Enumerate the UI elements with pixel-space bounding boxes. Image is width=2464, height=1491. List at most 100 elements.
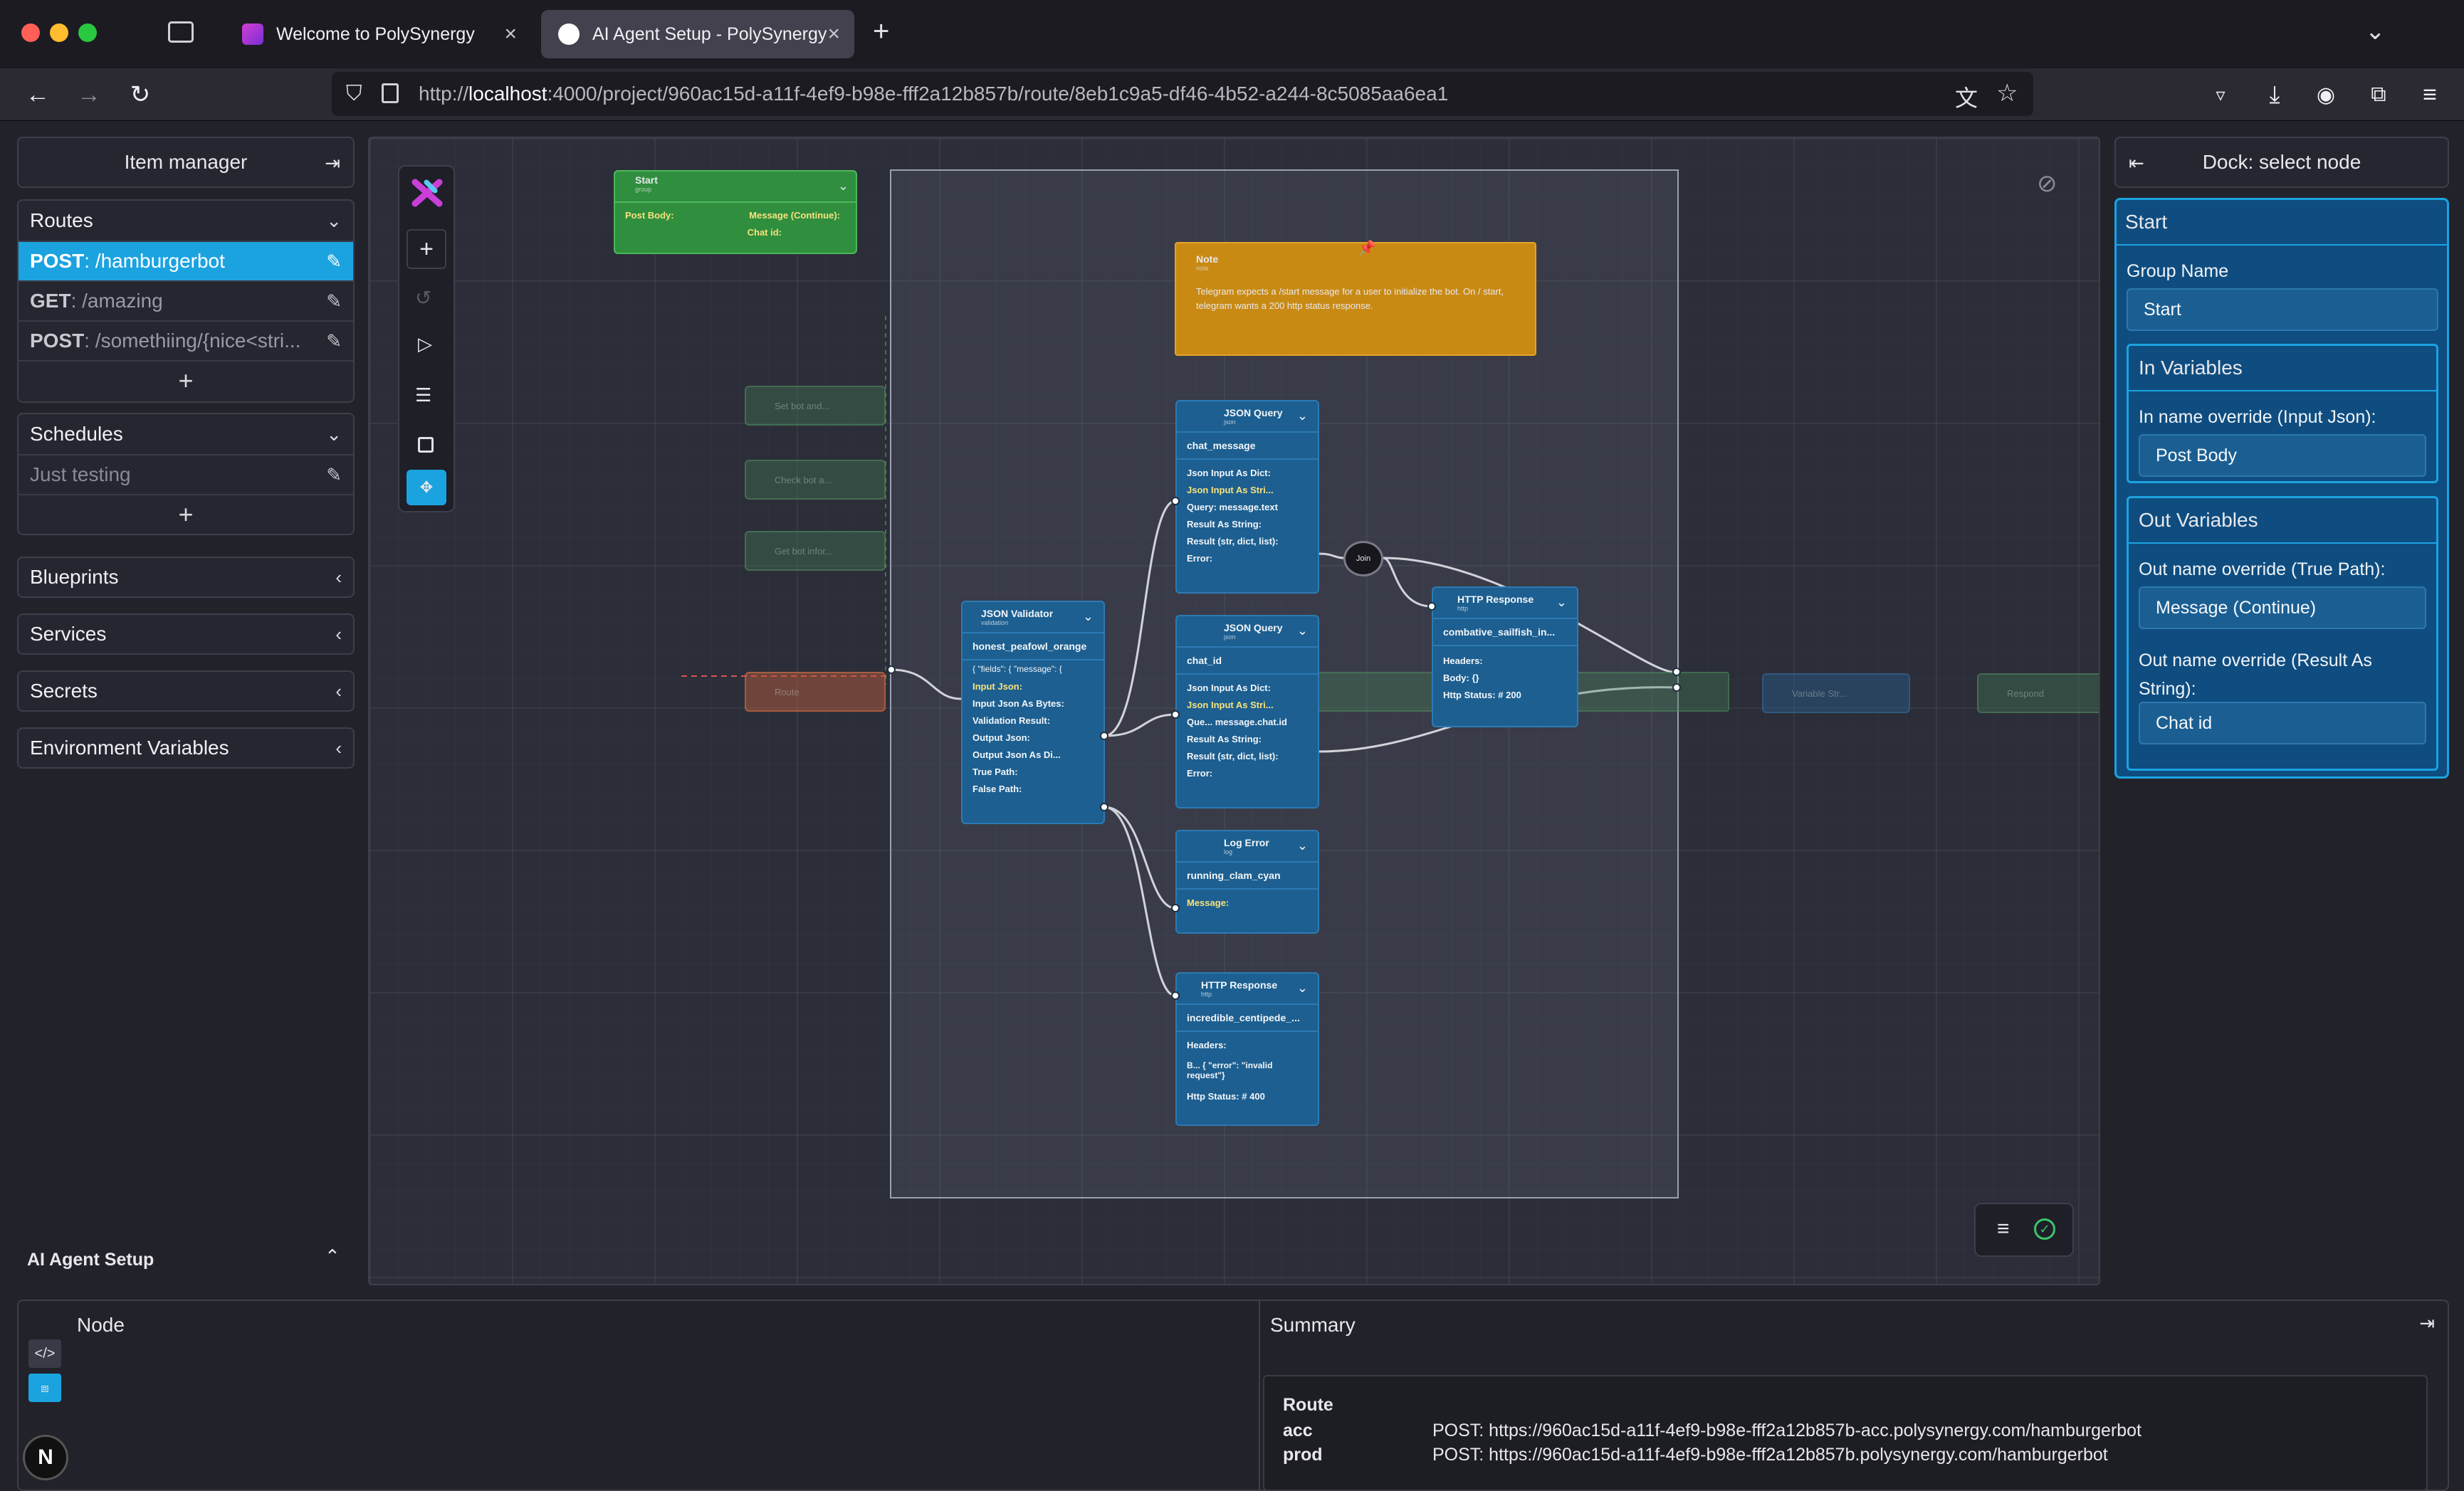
chevron-down-icon[interactable]: ⌄ bbox=[1296, 838, 1308, 853]
chevron-down-icon[interactable]: ⌄ bbox=[837, 179, 849, 193]
faded-node[interactable]: Check bot a... bbox=[745, 460, 886, 500]
in-override-input[interactable]: Post Body bbox=[2139, 434, 2426, 477]
connector-dot[interactable] bbox=[1171, 710, 1180, 719]
chevron-down-icon[interactable]: ⌄ bbox=[1296, 409, 1308, 423]
connector-dot[interactable] bbox=[1100, 803, 1108, 811]
start-node[interactable]: Start group ⌄ Post Body: Message (Contin… bbox=[614, 170, 857, 254]
avatar[interactable]: N bbox=[23, 1435, 68, 1480]
schedules-header[interactable]: Schedules⌄ bbox=[19, 414, 353, 454]
route-item-hamburgerbot[interactable]: POST: /hamburgerbot✎ bbox=[19, 241, 353, 280]
blueprints-section[interactable]: Blueprints‹ bbox=[17, 557, 355, 598]
pocket-icon[interactable]: ▿ bbox=[2216, 83, 2226, 105]
add-node-button[interactable]: + bbox=[407, 229, 446, 269]
pencil-icon[interactable]: ✎ bbox=[326, 330, 342, 352]
summary-url[interactable]: POST: https://960ac15d-a11f-4ef9-b98e-ff… bbox=[1432, 1445, 2108, 1465]
pencil-icon[interactable]: ✎ bbox=[326, 463, 342, 485]
chevron-left-icon[interactable]: ‹ bbox=[335, 737, 342, 759]
connector-dot[interactable] bbox=[1171, 904, 1180, 912]
bookmark-star-icon[interactable]: ☆ bbox=[1996, 80, 2018, 107]
close-icon[interactable]: × bbox=[504, 22, 517, 46]
settings-sliders-icon[interactable]: ☰ bbox=[415, 384, 432, 406]
connector-dot[interactable] bbox=[1100, 732, 1108, 740]
code-icon[interactable]: </> bbox=[28, 1339, 61, 1368]
shield-icon[interactable]: ⛉ bbox=[346, 82, 362, 105]
route-item-something[interactable]: POST: /somethiing/{nice<stri...✎ bbox=[19, 320, 353, 360]
undo-icon[interactable]: ↺ bbox=[415, 287, 432, 309]
schedule-item[interactable]: Just testing✎ bbox=[19, 454, 353, 494]
connector-dot[interactable] bbox=[1427, 602, 1436, 611]
faded-node[interactable]: Set bot and... bbox=[745, 386, 886, 426]
chevron-down-icon[interactable]: ⌄ bbox=[1296, 981, 1308, 995]
list-icon[interactable]: ≡ bbox=[1997, 1217, 2010, 1240]
connector-dot[interactable] bbox=[1672, 668, 1681, 676]
back-button[interactable]: ← bbox=[26, 80, 50, 108]
chevron-down-icon[interactable]: ⌄ bbox=[1556, 595, 1567, 609]
route-item-amazing[interactable]: GET: /amazing✎ bbox=[19, 280, 353, 320]
account-icon[interactable]: ◉ bbox=[2316, 83, 2336, 107]
faded-respond-node[interactable]: Respond bbox=[1977, 673, 2099, 713]
chevron-down-icon[interactable]: ⌄ bbox=[1082, 609, 1094, 623]
faded-node[interactable]: Get bot infor... bbox=[745, 531, 886, 571]
url-text[interactable]: http://localhost:4000/project/960ac15d-a… bbox=[419, 83, 1449, 105]
menu-icon[interactable]: ≡ bbox=[2423, 80, 2437, 108]
chevron-down-icon[interactable]: ⌄ bbox=[1296, 623, 1308, 638]
new-tab-button[interactable]: + bbox=[873, 16, 890, 47]
out-override-input[interactable]: Message (Continue) bbox=[2139, 586, 2426, 629]
reload-button[interactable]: ↻ bbox=[130, 81, 151, 108]
close-window-button[interactable] bbox=[21, 23, 40, 42]
connector-dot[interactable] bbox=[887, 665, 896, 674]
maximize-window-button[interactable] bbox=[78, 23, 97, 42]
pin-icon[interactable]: 📌 bbox=[1358, 241, 1376, 256]
join-node[interactable]: Join bbox=[1343, 541, 1383, 576]
play-icon[interactable]: ▷ bbox=[418, 333, 432, 354]
group-name-input[interactable]: Start bbox=[2127, 288, 2438, 331]
pencil-icon[interactable]: ✎ bbox=[326, 290, 342, 312]
chevron-down-icon[interactable]: ⌄ bbox=[326, 423, 342, 445]
chevron-left-icon[interactable]: ‹ bbox=[335, 680, 342, 702]
check-circle-icon[interactable]: ✓ bbox=[2034, 1218, 2055, 1240]
list-all-tabs-icon[interactable]: ⌄ bbox=[2365, 18, 2386, 45]
connector-dot[interactable] bbox=[1171, 991, 1180, 1000]
close-icon[interactable]: × bbox=[827, 22, 840, 46]
pointer-mode-button[interactable]: ✥ bbox=[407, 470, 446, 505]
pencil-icon[interactable]: ✎ bbox=[326, 250, 342, 272]
chevron-down-icon[interactable]: ⌄ bbox=[326, 209, 342, 231]
out-override-input[interactable]: Chat id bbox=[2139, 702, 2426, 744]
routes-header[interactable]: Routes⌄ bbox=[19, 201, 353, 241]
tab-welcome[interactable]: Welcome to PolySynergy × bbox=[225, 10, 531, 58]
faded-variable-node[interactable]: Variable Str... bbox=[1762, 673, 1910, 713]
secrets-section[interactable]: Secrets‹ bbox=[17, 670, 355, 712]
services-section[interactable]: Services‹ bbox=[17, 613, 355, 655]
env-vars-section[interactable]: Environment Variables‹ bbox=[17, 727, 355, 769]
summary-url[interactable]: POST: https://960ac15d-a11f-4ef9-b98e-ff… bbox=[1432, 1421, 2141, 1440]
note-node[interactable]: Note note Telegram expects a /start mess… bbox=[1175, 241, 1536, 356]
dock-toggle-icon[interactable]: ⇤ bbox=[2129, 152, 2144, 174]
extensions-icon[interactable]: ⧉ bbox=[2371, 83, 2386, 106]
translate-icon[interactable]: 文 bbox=[1955, 85, 1978, 111]
minimize-window-button[interactable] bbox=[50, 23, 68, 42]
node-editor-canvas[interactable]: + ↺ ▷ ☰ ✥ ⊘ Start group ⌄ Post Body: Mes… bbox=[368, 137, 2100, 1285]
tab-overview-icon[interactable] bbox=[168, 21, 194, 43]
downloads-icon[interactable]: ⤓ bbox=[2269, 80, 2280, 108]
add-schedule-button[interactable]: + bbox=[19, 494, 353, 534]
forward-button[interactable]: → bbox=[77, 80, 101, 108]
page-icon[interactable] bbox=[382, 83, 399, 103]
faded-route-node[interactable]: Route bbox=[745, 672, 886, 712]
select-box-icon[interactable] bbox=[418, 437, 434, 453]
chevron-left-icon[interactable]: ‹ bbox=[335, 566, 342, 588]
connector-dot[interactable] bbox=[1171, 497, 1180, 505]
tab-ai-agent-setup[interactable]: AI Agent Setup - PolySynergy × bbox=[541, 10, 854, 58]
chevron-up-icon[interactable]: ⌃ bbox=[325, 1245, 340, 1267]
connector-dot[interactable] bbox=[1672, 683, 1681, 692]
chevron-left-icon[interactable]: ‹ bbox=[335, 623, 342, 645]
preview-icon[interactable]: ⧈ bbox=[28, 1374, 61, 1402]
undock-icon[interactable]: ⇥ bbox=[325, 152, 340, 174]
undock-icon[interactable]: ⇥ bbox=[2419, 1312, 2435, 1334]
url-bar[interactable]: ⛉ http://localhost:4000/project/960ac15d… bbox=[332, 72, 2033, 116]
